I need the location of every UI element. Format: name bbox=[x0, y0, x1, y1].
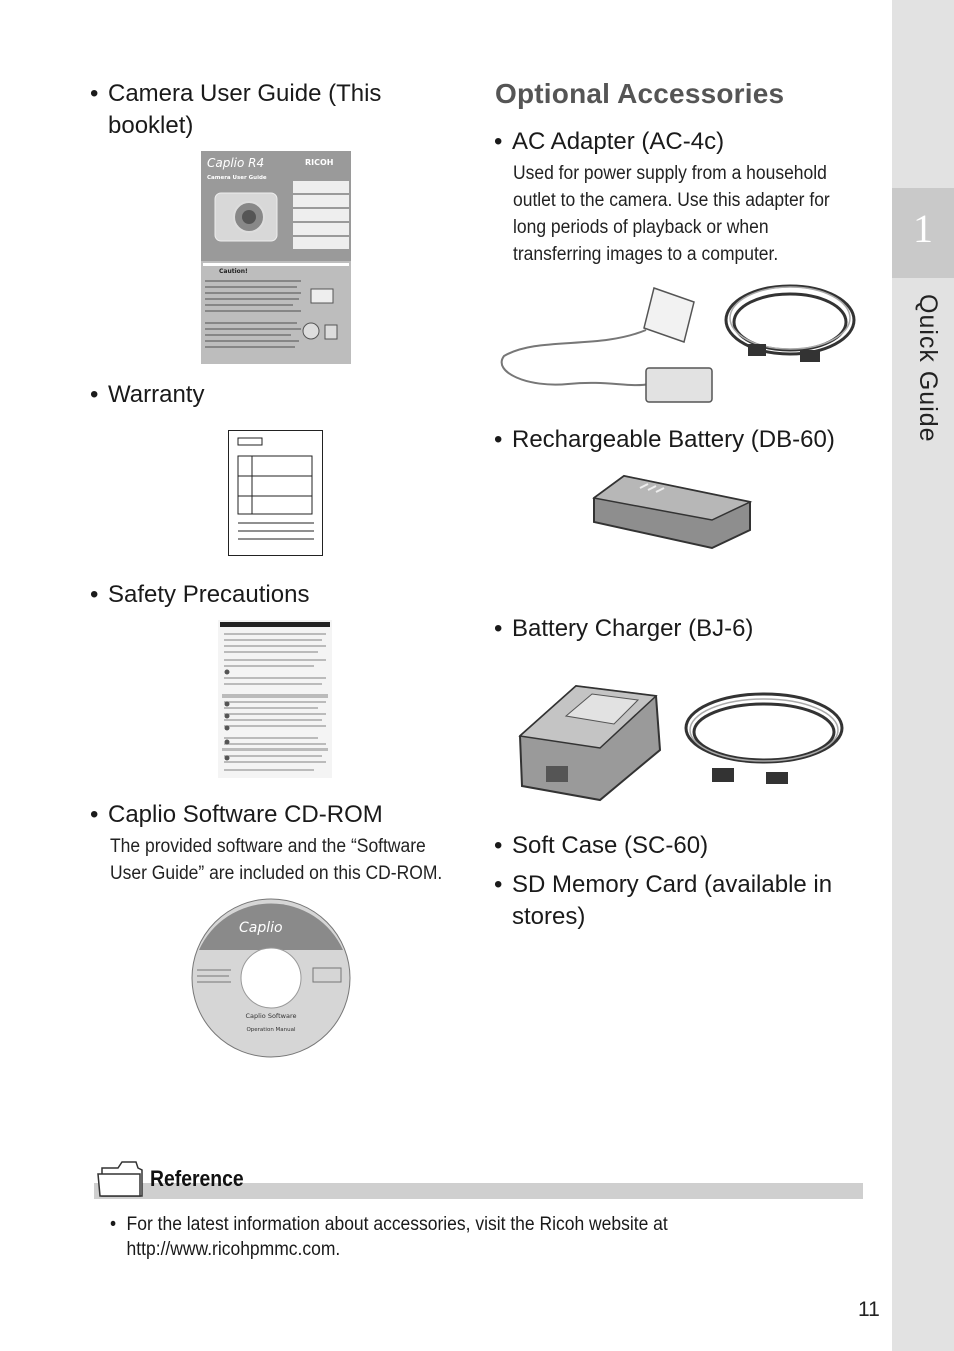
ac-adapter-image bbox=[500, 284, 856, 403]
item-rechargeable-battery: •Rechargeable Battery (DB-60) bbox=[494, 426, 835, 453]
chapter-number: 1 bbox=[913, 206, 933, 251]
item-soft-case: •Soft Case (SC-60) bbox=[494, 832, 709, 859]
item-warranty: •Warranty bbox=[90, 381, 205, 408]
chapter-number-box bbox=[892, 188, 954, 278]
booklet-brand: Caplio R4 bbox=[207, 156, 264, 170]
item-sd-card: •SD Memory Card (available in stores) bbox=[494, 871, 833, 930]
cd-rom-image: Caplio Caplio Software Operation Manual bbox=[191, 898, 351, 1058]
cd-title: Caplio Software bbox=[246, 1012, 297, 1020]
warranty-image bbox=[228, 430, 323, 556]
battery-charger-image bbox=[518, 684, 844, 802]
page-number: 11 bbox=[858, 1298, 880, 1321]
cd-subtitle: Operation Manual bbox=[246, 1027, 296, 1033]
reference-note: •For the latest information about access… bbox=[110, 1214, 668, 1260]
reference-title: Reference bbox=[150, 1166, 244, 1191]
safety-precautions-image bbox=[218, 620, 332, 778]
item-camera-user-guide: •Camera User Guide (This booklet) bbox=[90, 80, 382, 139]
camera-user-guide-image: Caplio R4 RICOH Camera User Guide Cautio… bbox=[201, 151, 351, 364]
booklet-subtitle: Camera User Guide bbox=[207, 175, 267, 181]
cd-brand: Caplio bbox=[239, 920, 283, 936]
reference-bar bbox=[94, 1183, 863, 1199]
chapter-label: Quick Guide bbox=[914, 294, 942, 443]
item-cd-rom: •Caplio Software CD-ROM bbox=[90, 801, 383, 828]
booklet-maker: RICOH bbox=[305, 158, 334, 167]
cd-rom-description: The provided software and the “Software … bbox=[110, 836, 443, 884]
ac-adapter-description: Used for power supply from a household o… bbox=[513, 163, 830, 265]
battery-image bbox=[592, 474, 753, 550]
folder-icon bbox=[97, 1161, 143, 1197]
booklet-caution: Caution! bbox=[219, 268, 248, 275]
section-heading: Optional Accessories bbox=[495, 78, 785, 109]
item-ac-adapter: •AC Adapter (AC-4c) bbox=[494, 128, 725, 155]
item-battery-charger: •Battery Charger (BJ-6) bbox=[494, 615, 754, 642]
item-safety-precautions: •Safety Precautions bbox=[90, 581, 310, 608]
ricoh-url[interactable]: http://www.ricohpmmc.com. bbox=[126, 1239, 341, 1260]
